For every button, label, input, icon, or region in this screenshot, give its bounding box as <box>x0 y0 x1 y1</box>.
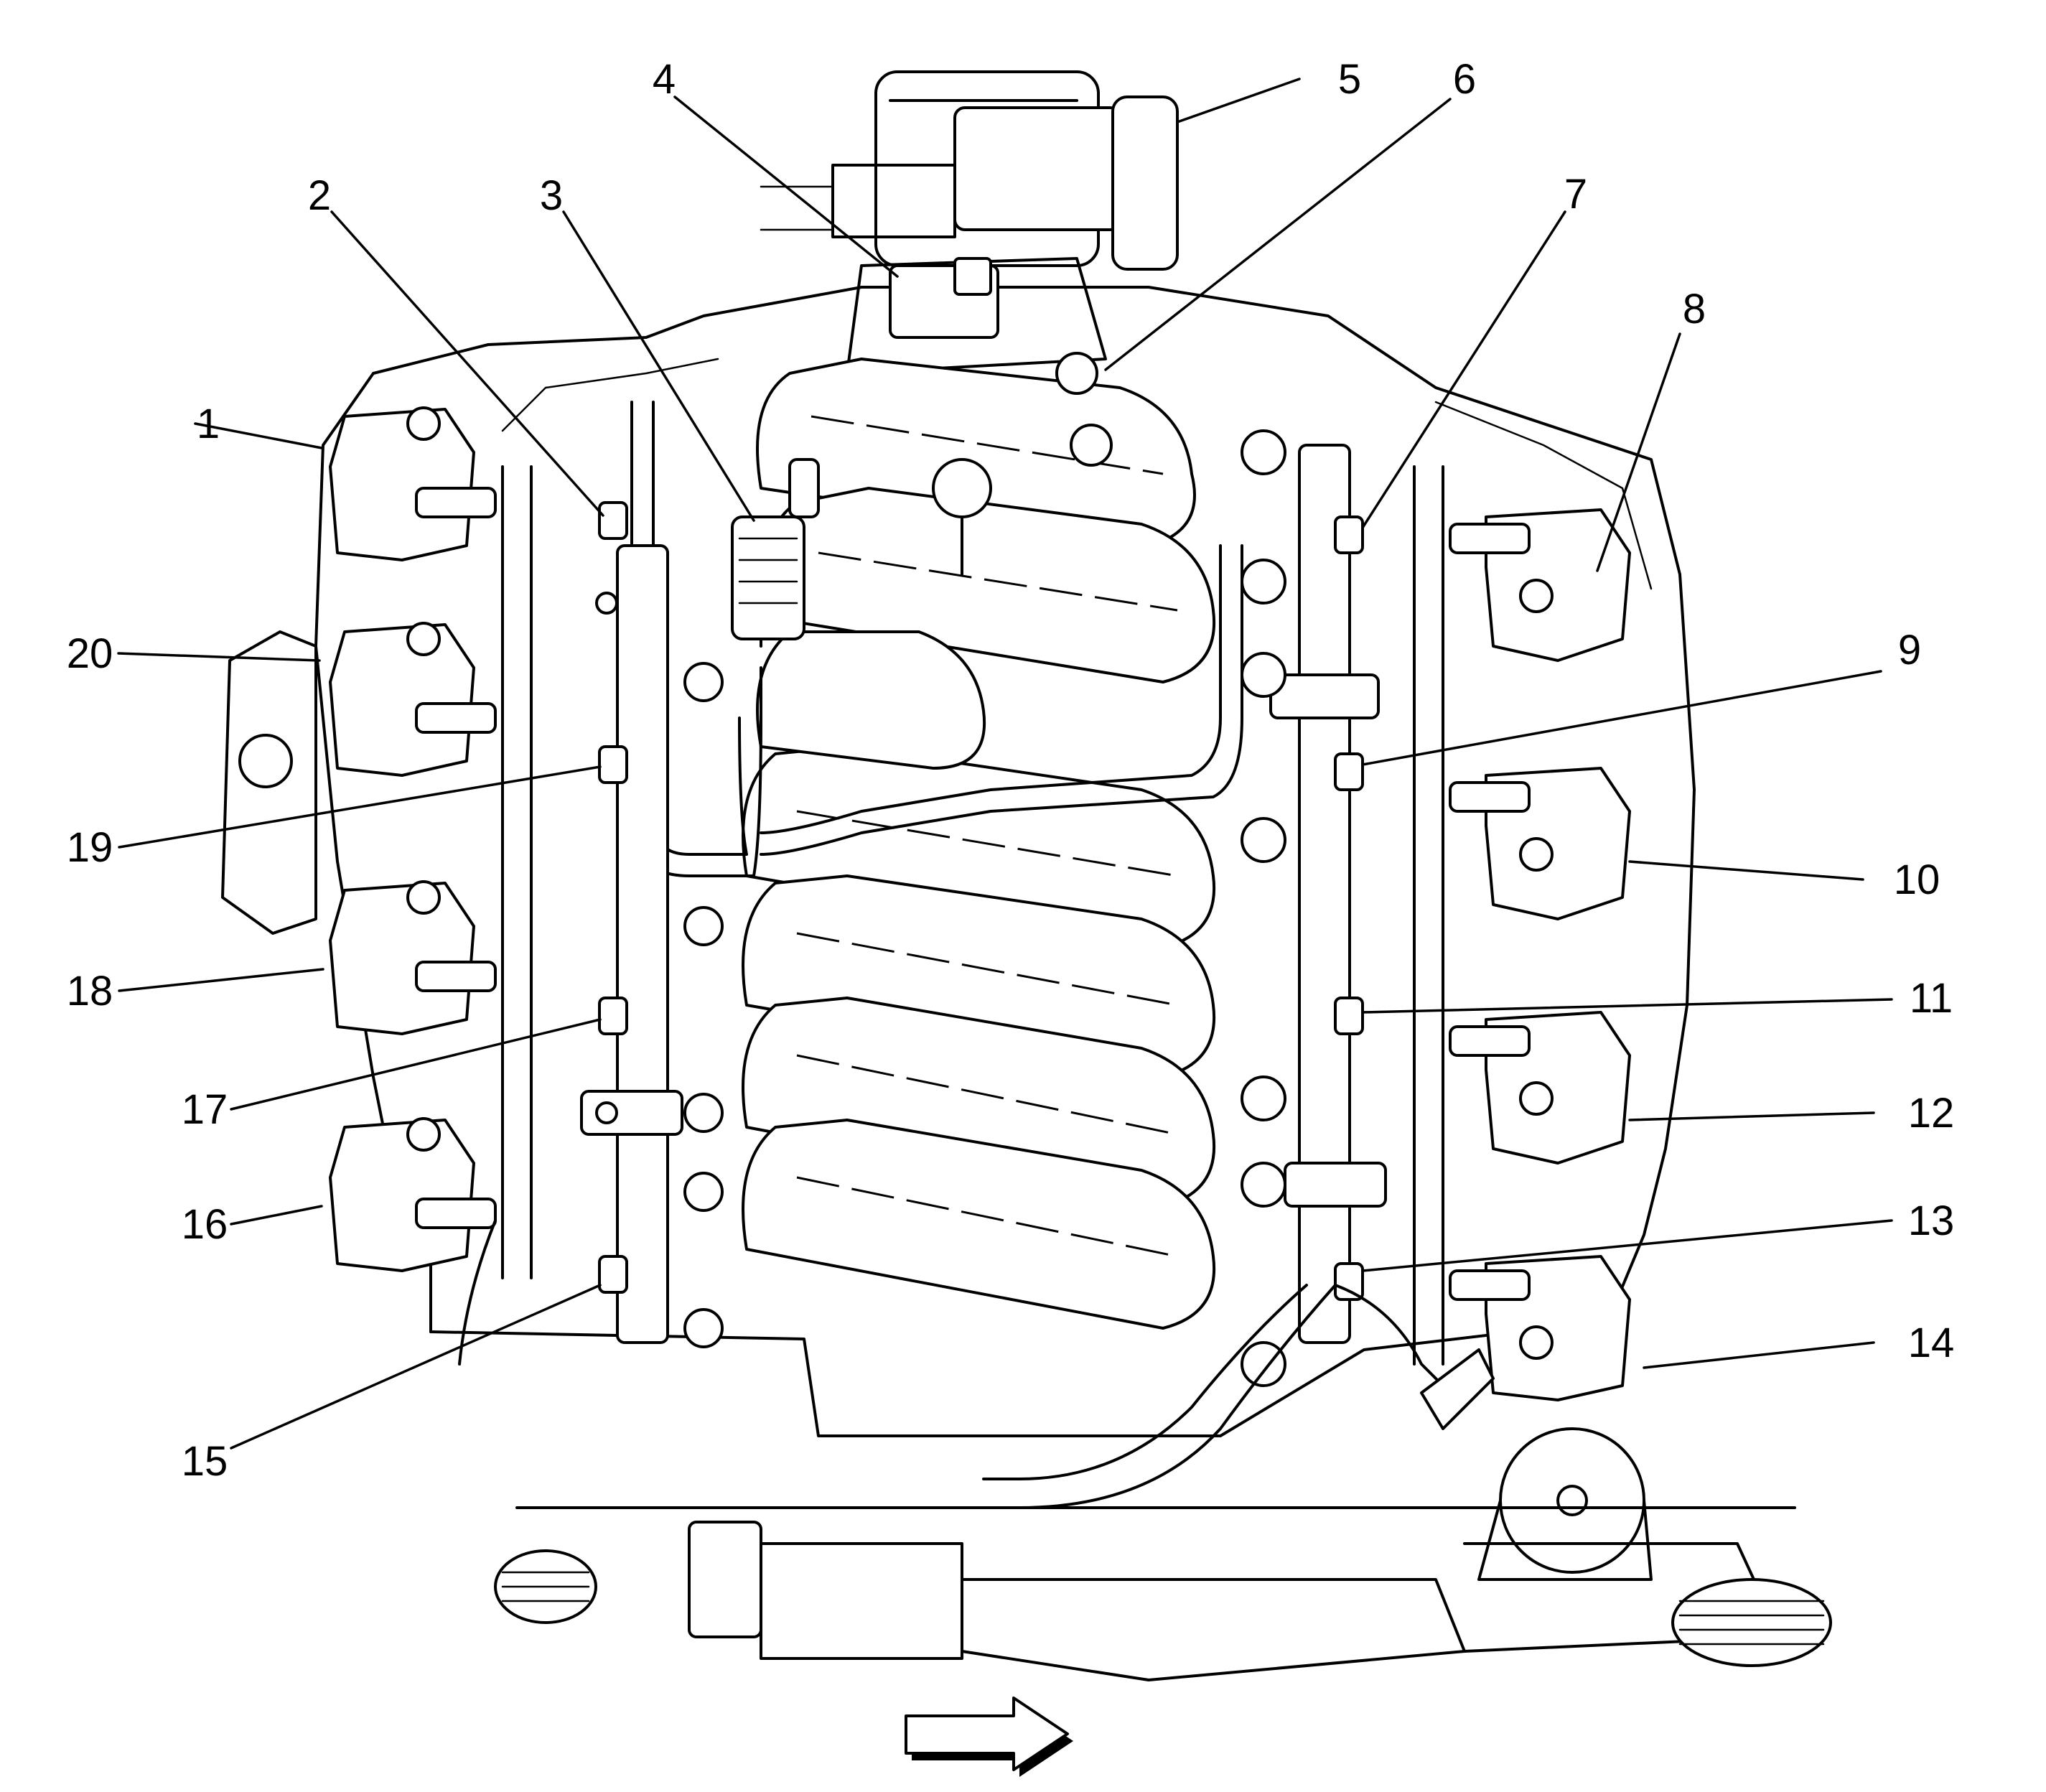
right-arrow-icon <box>905 1697 1073 1777</box>
fuel-rail-right <box>1241 429 1387 1387</box>
callout-7: 7 <box>1564 171 1587 218</box>
fuel-injectors <box>598 501 1364 1301</box>
callout-12: 12 <box>1908 1090 1955 1137</box>
callout-17: 17 <box>182 1086 228 1133</box>
callout-3: 3 <box>540 172 563 219</box>
callout-14: 14 <box>1908 1320 1955 1366</box>
intake-manifold <box>742 358 1216 1330</box>
evap-purge-solenoid <box>731 458 820 640</box>
callout-2: 2 <box>308 172 331 219</box>
callout-15: 15 <box>182 1438 228 1485</box>
callout-16: 16 <box>182 1201 228 1248</box>
ignition-coils-right <box>1413 465 1631 1401</box>
callout-9: 9 <box>1898 627 1921 673</box>
manifold-bolts-left <box>683 352 1098 1348</box>
sensor-connector-4 <box>889 257 999 339</box>
callout-20: 20 <box>67 630 113 677</box>
callout-6: 6 <box>1453 56 1476 103</box>
callout-4: 4 <box>653 56 676 103</box>
callout-11: 11 <box>1910 975 1953 1022</box>
fuel-rail-left <box>580 544 683 1344</box>
callout-18: 18 <box>67 968 113 1014</box>
callout-13: 13 <box>1908 1198 1955 1244</box>
callout-1: 1 <box>197 401 220 447</box>
ignition-coils-left <box>329 406 533 1279</box>
callout-19: 19 <box>67 824 113 871</box>
callout-leaders <box>117 78 1893 1450</box>
oil-fill-cap <box>1477 1427 1653 1581</box>
callout-8: 8 <box>1683 286 1706 332</box>
accessory-drive <box>494 1506 1832 1681</box>
callout-10: 10 <box>1894 857 1940 903</box>
throttle-body <box>760 70 1179 375</box>
front-cover-left <box>221 630 317 935</box>
callout-5: 5 <box>1338 56 1361 103</box>
